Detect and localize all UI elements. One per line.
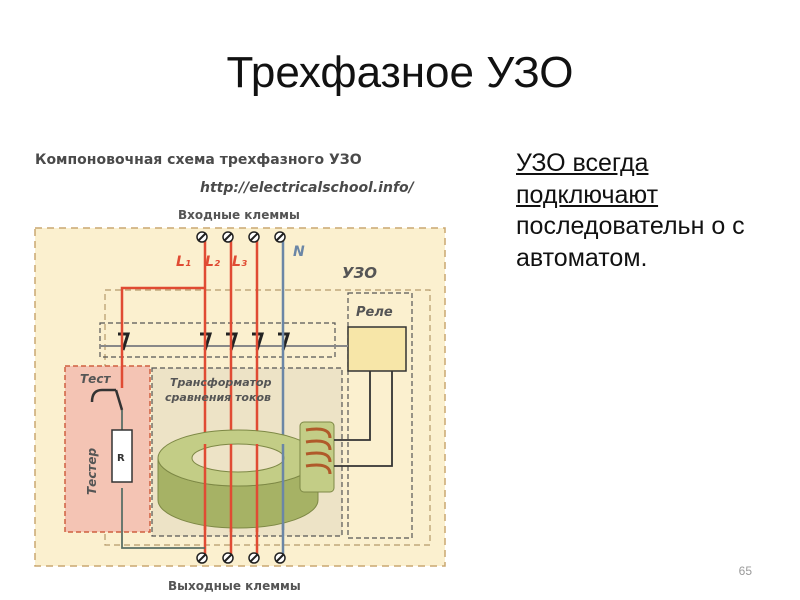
output-terminals-label: Выходные клеммы — [168, 579, 301, 593]
phase-label-l3: L₃ — [232, 254, 247, 270]
bullet-rest-text: последовательн о с автоматом. — [516, 212, 745, 272]
input-terminals — [196, 231, 286, 243]
input-terminals-label: Входные клеммы — [178, 208, 300, 222]
winding-to-relay-return — [334, 371, 393, 467]
diagram-caption-url: http://electricalschool.info/ — [200, 180, 416, 196]
relay-label: Реле — [356, 305, 393, 320]
switch-bar-outline — [99, 322, 336, 358]
transformer-label-line1: Трансформатор — [170, 376, 272, 389]
tester-label: Тестер — [85, 447, 99, 495]
resistor-label: R — [117, 453, 125, 464]
output-terminals — [196, 552, 286, 564]
tester-return-wire — [121, 488, 205, 549]
page-number: 65 — [738, 564, 752, 578]
resistor — [111, 429, 133, 483]
bullet-text: УЗО всегда подключают последовательн о с… — [516, 148, 766, 274]
relay-zone-outline — [347, 292, 413, 539]
secondary-winding — [299, 421, 335, 493]
winding-to-relay-wire — [334, 371, 371, 441]
rcd-label: УЗО — [342, 264, 377, 282]
phase-wires-through-core — [203, 444, 259, 532]
tester-box — [64, 365, 151, 533]
diagram-caption-title: Компоновочная схема трехфазного УЗО — [35, 152, 362, 168]
rcd-diagram: Компоновочная схема трехфазного УЗО http… — [30, 140, 500, 600]
test-button-label: Тест — [80, 372, 111, 386]
neutral-label: N — [293, 244, 305, 260]
transformer-label-line2: сравнения токов — [165, 391, 271, 404]
phase-label-l1: L₁ — [176, 254, 191, 270]
phase-label-l2: L₂ — [205, 254, 221, 270]
toroidal-core — [157, 429, 319, 529]
relay-box — [347, 326, 407, 372]
bullet-underlined-text: УЗО всегда подключают — [516, 149, 659, 209]
slide-title: Трехфазное УЗО — [226, 48, 574, 97]
test-button-icon — [90, 388, 116, 403]
test-switch-contact — [114, 389, 124, 411]
